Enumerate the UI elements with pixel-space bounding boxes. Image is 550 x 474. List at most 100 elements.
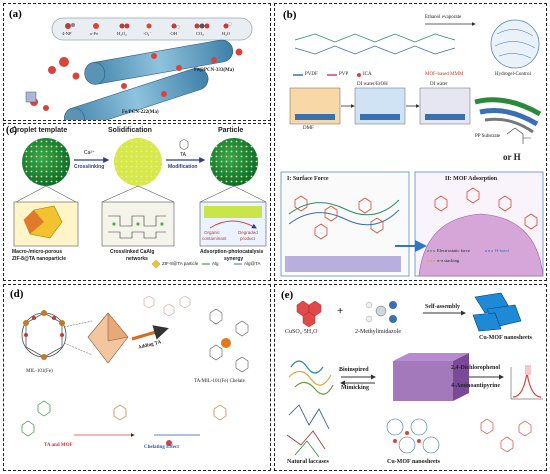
droplet-template-label: Droplet template xyxy=(12,127,68,134)
methylimidazole-label: 2-Methylimidazole xyxy=(355,329,401,335)
ta-label: TA xyxy=(180,152,187,158)
cu-mof-nanosheets-label: Cu-MOF nanosheets xyxy=(479,335,532,341)
panel-c: (c) Droplet template Solidification Part… xyxy=(3,123,271,281)
self-assembly-label: Self-assembly xyxy=(425,304,460,310)
legend-label-6: CO₂ xyxy=(196,31,204,36)
dichlorophenol-label: 2,4-Dichlorophenol xyxy=(451,365,501,371)
ethanol-label: Ethanol evaporate xyxy=(425,15,462,20)
panel-c-label: (c) xyxy=(6,125,18,136)
interaction-legend xyxy=(427,250,493,262)
legend-algta-label: Alg@TA xyxy=(244,261,261,266)
mof-tube-lower xyxy=(64,67,209,120)
mof-adsorption-label: II: MOF Adsorption xyxy=(445,176,498,182)
legend-label-3: H₂O₂ xyxy=(117,31,127,36)
panel-d-illustration xyxy=(21,295,249,446)
panel-b-illustration xyxy=(280,19,544,277)
hydrogel-sphere xyxy=(490,19,540,69)
legend-icons xyxy=(65,22,232,29)
natural-laccases-label: Natural laccases xyxy=(287,459,329,465)
fe-pcn-333-label: Fe@PCN-333(Ma) xyxy=(194,68,234,73)
legend-zif-label: ZIF-8@TA particle xyxy=(162,261,199,266)
pvdf-row xyxy=(293,73,361,77)
legend-label-5: ·OH xyxy=(169,31,177,36)
crosslinked-caalg-label: Crosslinked CaAlg xyxy=(110,249,155,255)
fe-center xyxy=(221,338,231,348)
panel-e: (e) CuSO₄·5H₂O + 2-Methylimidazole Self-… xyxy=(274,284,547,471)
modification-label: Modification xyxy=(168,164,198,170)
legend-label-7: H₂O xyxy=(222,31,231,36)
methylimidazole-icon xyxy=(365,301,397,323)
aminoantipyrine-label: 4-Aminoantipyrine xyxy=(451,383,501,389)
dmf-label: DMF xyxy=(303,126,314,131)
cuso4-label: CuSO₄·5H₂O xyxy=(285,329,318,335)
pvdf-label: PVDF xyxy=(305,72,318,77)
legend-label-1: 4-NP xyxy=(62,31,72,36)
absorbance-curve xyxy=(510,365,543,400)
panel-b: (b) Ethanol evaporate Hydrogel-Control P… xyxy=(274,3,547,281)
panel-e-illustration xyxy=(286,292,543,458)
crosslinking-label: Crosslinking xyxy=(74,164,105,170)
legend-label-2: o-Fe xyxy=(90,31,99,36)
ica-label: ICA xyxy=(363,72,372,77)
molecules-box1 xyxy=(294,195,384,240)
electrostatic-label: Electrostatic force xyxy=(437,248,470,253)
legend-bar xyxy=(51,17,253,41)
di-water-label: DI water xyxy=(430,82,448,87)
product-molecule xyxy=(480,418,532,453)
legend-label-4: ·O₂⁻ xyxy=(143,31,152,36)
zif-nanoparticle-label: ZIF-8@TA nanoparticle xyxy=(12,256,67,262)
mof-particle xyxy=(418,213,544,277)
membrane-green xyxy=(474,97,542,117)
panel-a-illustration xyxy=(25,17,253,120)
polymer-strip xyxy=(294,33,456,55)
product-label: product xyxy=(240,236,256,241)
panel-b-label: (b) xyxy=(283,9,297,21)
pvp-label: PVP xyxy=(339,72,349,77)
mof-mmm-label: MOF-based MMM xyxy=(425,72,464,77)
mof-crystal-layer xyxy=(285,256,401,272)
bioinspired-label: Bioinspired xyxy=(339,367,369,373)
di-etoh-label: DI water/EtOH xyxy=(357,82,388,87)
adsorption-label: Adsorption-photocatalysis xyxy=(200,249,264,255)
panel-d: (d) MIL-101(Fe) Adding TA TA/MIL-101(Fe)… xyxy=(3,284,271,471)
bottom-crystal xyxy=(25,91,37,103)
laccase-protein xyxy=(288,360,334,395)
ta-and-mof-label: TA and MOF xyxy=(44,443,73,448)
hydrogel-label: Hydrogel-Control xyxy=(495,72,531,77)
mof-tube-upper xyxy=(84,39,234,85)
legend-alg-label: Alg xyxy=(212,261,219,266)
panel-a: (a) 4-NP o-Fe H₂O₂ ·O₂⁻ ·OH CO₂ H₂O Fe@P… xyxy=(3,3,271,121)
surface-force-label: I: Surface Force xyxy=(287,176,329,182)
solidification-label: Solidification xyxy=(108,127,152,134)
fe-pcn-222-label: Fe/PCN-222(Ma) xyxy=(122,110,159,115)
pi-stacking-label: π-π stacking xyxy=(437,258,460,263)
hbond-label: H-bond xyxy=(495,248,509,253)
mil101-label: MIL-101(Fe) xyxy=(26,369,53,374)
cu-mof-lattice xyxy=(386,418,440,454)
chelate-structure xyxy=(209,308,249,373)
synergy-label: synergy xyxy=(224,256,244,262)
chelate-label: TA/MIL-101(Fe) Chelate xyxy=(194,379,245,384)
ta-molecule-bottom xyxy=(21,400,51,437)
macro-porous-label: Macro-/micro-porous xyxy=(12,249,63,255)
membrane-blue xyxy=(479,108,539,127)
panel-d-label: (d) xyxy=(10,288,24,300)
networks-label: networks xyxy=(126,256,148,262)
ca-label: Ca²⁺ xyxy=(84,150,95,156)
contaminant-label: contaminant xyxy=(202,236,227,241)
mimicking-label: Mimicking xyxy=(341,385,369,391)
cu-mof-nanosheets xyxy=(472,292,522,332)
plus-sign: + xyxy=(337,305,344,317)
chelating-effect-label: Chelating Effect xyxy=(144,445,179,450)
panel-e-label: (e) xyxy=(281,289,294,301)
laccase-structure xyxy=(286,404,330,458)
degraded-label: Degraded xyxy=(238,230,258,235)
particle-label: Particle xyxy=(218,127,244,134)
cu-mof-nanosheets-bottom-label: Cu-MOF nanosheets xyxy=(387,459,440,465)
molecules-box2 xyxy=(434,187,538,230)
cuso4-cluster xyxy=(296,300,322,328)
mil101-cage xyxy=(21,312,67,358)
organic-label: Organic xyxy=(204,230,220,235)
panel-c-illustration xyxy=(13,138,267,269)
pp-substrate-label: PP Substrate xyxy=(475,134,501,139)
